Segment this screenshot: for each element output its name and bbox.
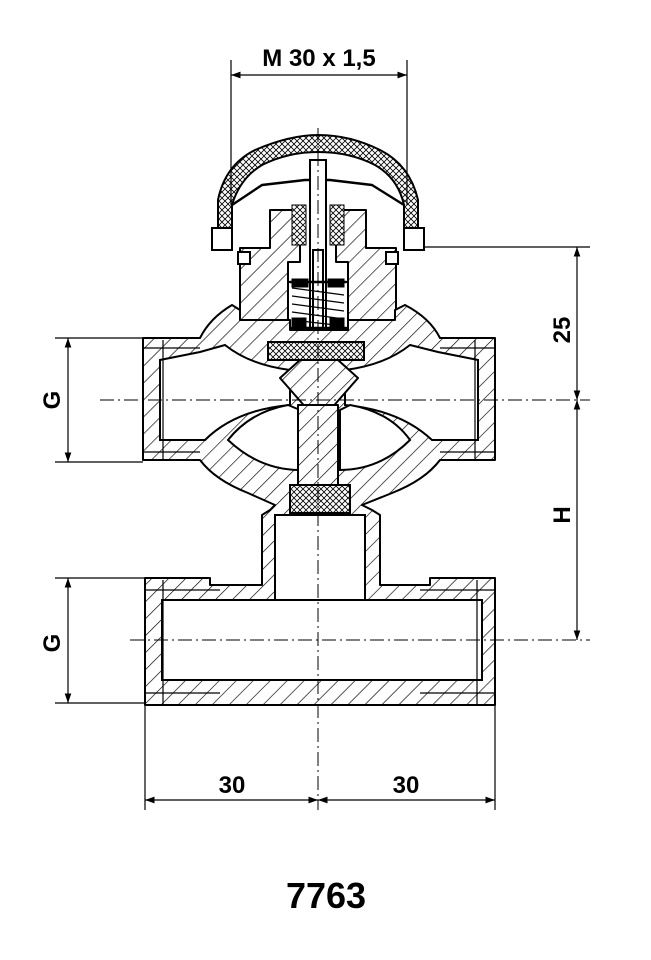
dimension-h: H [549, 400, 581, 640]
valve-bonnet [237, 209, 399, 321]
dimension-g-upper: G [39, 337, 143, 463]
thread-label: M 30 x 1,5 [262, 45, 375, 72]
width-right-label: 30 [393, 772, 420, 799]
center-lines [100, 128, 590, 810]
valve-cap [211, 134, 425, 251]
valve-body-upper [142, 304, 496, 706]
width-left-label: 30 [219, 772, 246, 799]
dimension-g-lower: G [39, 577, 145, 704]
dimension-width: 30 30 [144, 705, 496, 810]
dimension-25: 25 [424, 246, 590, 400]
g-upper-label: G [39, 391, 66, 410]
height-25-label: 25 [549, 317, 576, 344]
g-lower-label: G [39, 634, 66, 653]
height-h-label: H [549, 506, 576, 523]
part-number: 7763 [286, 875, 366, 916]
dimension-thread: M 30 x 1,5 [230, 45, 408, 205]
